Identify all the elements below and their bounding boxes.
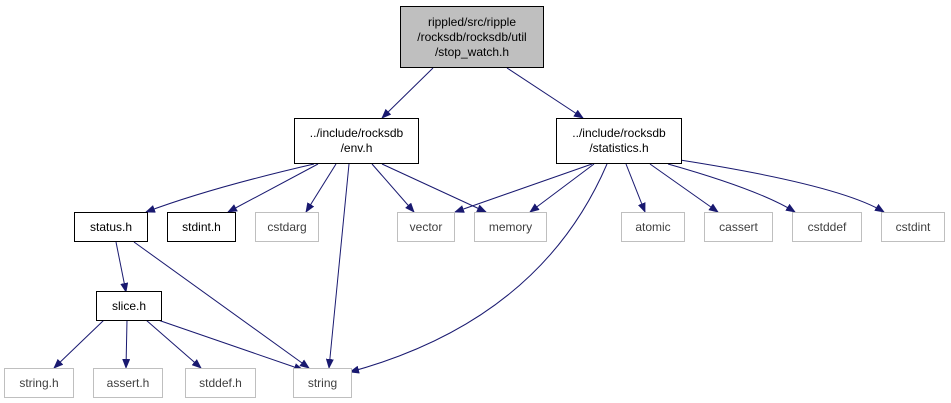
- edge-statistics-to-vector: [454, 163, 593, 213]
- edge-root-to-statistics: [506, 67, 584, 119]
- node-env-h[interactable]: ../include/rocksdb /env.h: [294, 118, 419, 164]
- node-stop-watch-h-line-3: /stop_watch.h: [434, 44, 510, 59]
- edge-env-to-cstdarg: [305, 163, 337, 213]
- node-string[interactable]: string: [293, 368, 352, 398]
- edge-statistics-to-cstddef: [667, 163, 796, 213]
- edge-env-to-status: [145, 163, 315, 213]
- node-status-h-label: status.h: [89, 219, 133, 234]
- edge-statistics-to-memory: [529, 163, 595, 213]
- node-atomic-label: atomic: [635, 219, 671, 234]
- edge-statistics-to-cassert: [649, 163, 719, 213]
- node-cstdarg[interactable]: cstdarg: [255, 212, 319, 242]
- edge-env-to-string: [325, 163, 350, 369]
- node-stop-watch-h-line-2: /rocksdb/rocksdb/util: [417, 29, 527, 44]
- edge-status-to-string: [133, 241, 310, 369]
- node-string-h-label: string.h: [19, 375, 59, 390]
- edge-env-to-memory: [381, 163, 487, 213]
- node-vector[interactable]: vector: [397, 212, 455, 242]
- node-assert-h-label: assert.h: [106, 375, 150, 390]
- edge-env-to-vector: [371, 163, 415, 213]
- node-slice-h[interactable]: slice.h: [96, 291, 162, 321]
- edge-slice-to-assert-h: [122, 319, 131, 369]
- node-stop-watch-h[interactable]: rippled/src/ripple /rocksdb/rocksdb/util…: [400, 6, 544, 68]
- node-stop-watch-h-line-1: rippled/src/ripple: [427, 14, 517, 29]
- edge-slice-to-string: [157, 319, 304, 371]
- node-cstddef-label: cstddef: [807, 219, 847, 234]
- node-string-label: string: [307, 375, 338, 390]
- node-memory[interactable]: memory: [474, 212, 547, 242]
- edge-status-to-slice: [115, 241, 129, 293]
- edge-statistics-to-cstdint: [679, 159, 885, 213]
- node-env-h-line-2: /env.h: [340, 141, 373, 155]
- node-memory-label: memory: [488, 219, 533, 234]
- node-stddef-h[interactable]: stddef.h: [185, 368, 256, 398]
- node-cassert[interactable]: cassert: [704, 212, 773, 242]
- node-cstdarg-label: cstdarg: [267, 219, 307, 234]
- node-statistics-h[interactable]: ../include/rocksdb /statistics.h: [556, 118, 682, 164]
- node-atomic[interactable]: atomic: [621, 212, 685, 242]
- node-statistics-h-line-1: ../include/rocksdb: [572, 126, 666, 140]
- edge-slice-to-string-h: [53, 319, 105, 369]
- edge-env-to-stdint: [227, 163, 319, 213]
- node-cstddef[interactable]: cstddef: [792, 212, 862, 242]
- node-vector-label: vector: [409, 219, 443, 234]
- edge-root-to-env: [381, 67, 434, 119]
- node-statistics-h-line-2: /statistics.h: [589, 141, 649, 155]
- node-stddef-h-label: stddef.h: [199, 375, 242, 390]
- node-string-h[interactable]: string.h: [4, 368, 74, 398]
- edge-statistics-to-atomic: [625, 163, 646, 213]
- node-assert-h[interactable]: assert.h: [93, 368, 163, 398]
- node-slice-h-label: slice.h: [111, 298, 146, 313]
- node-cassert-label: cassert: [719, 219, 758, 234]
- node-env-h-line-1: ../include/rocksdb: [309, 126, 404, 140]
- edge-slice-to-stddef-h: [145, 319, 202, 369]
- node-stdint-h-label: stdint.h: [182, 219, 221, 234]
- node-cstdint-label: cstdint: [895, 219, 931, 234]
- edge-statistics-to-string: [349, 163, 608, 374]
- node-stdint-h[interactable]: stdint.h: [167, 212, 236, 242]
- node-status-h[interactable]: status.h: [74, 212, 148, 242]
- node-cstdint[interactable]: cstdint: [881, 212, 945, 242]
